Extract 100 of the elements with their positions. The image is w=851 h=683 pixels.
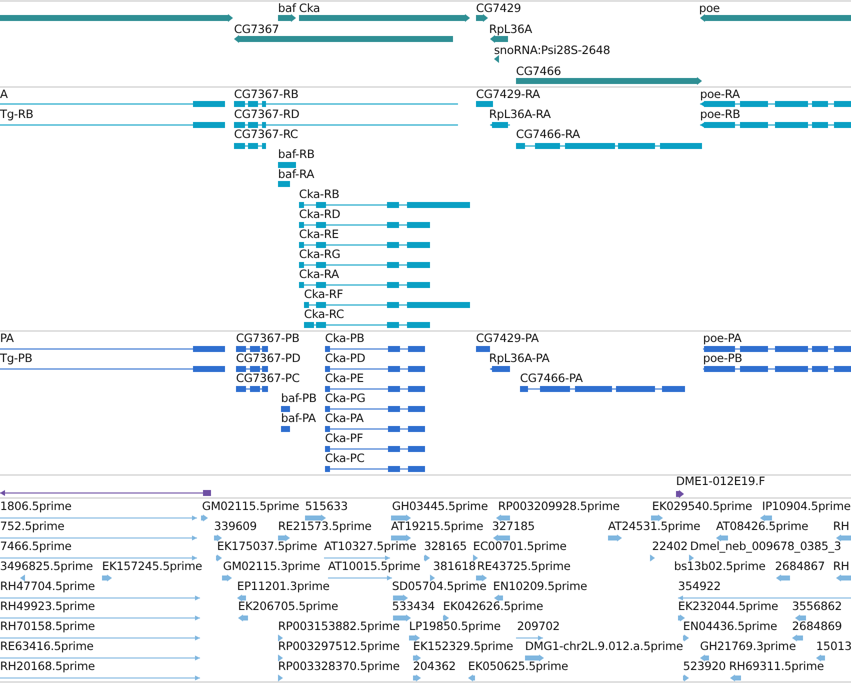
feature-label: baf-PB: [281, 392, 317, 405]
feature-label: 204362: [413, 660, 456, 673]
feature-label: RH69311.5prime: [729, 660, 824, 673]
feature-label: CG7466-PA: [520, 372, 583, 385]
feature-label: Cka-PB: [325, 332, 364, 345]
feature-label: RH47704.5prime: [0, 580, 95, 593]
feature-label: poe-PA: [703, 332, 742, 345]
feature-label: DMG1-chr2L.9.012.a.5prime: [525, 640, 683, 653]
feature-label: Cka-PG: [325, 392, 366, 405]
feature-label: Cka-PA: [325, 412, 364, 425]
feature-label: 328165: [424, 540, 467, 553]
feature-label: Tg-PB: [0, 352, 32, 365]
feature-label: 339609: [214, 520, 257, 533]
feature-label: Cka-RF: [304, 288, 344, 301]
feature-label: poe-RA: [700, 88, 740, 101]
feature-label: CG7429-RA: [476, 88, 540, 101]
feature-label: EN10209.5prime: [493, 580, 588, 593]
feature-label: Cka-RD: [299, 208, 340, 221]
feature-label: Dmel_neb_009678_0385_3: [690, 540, 842, 553]
feature-label: RH70158.5prime: [0, 620, 95, 633]
feature-label: 15013: [816, 640, 851, 653]
feature-label: CG7367-PD: [236, 352, 300, 365]
feature-label: 2684869: [792, 620, 842, 633]
feature-label: 2684867: [775, 560, 825, 573]
feature-label: RpL36A: [489, 23, 532, 36]
feature-label: Cka-RC: [304, 308, 344, 321]
feature-label: GM02115.3prime: [223, 560, 320, 573]
feature-label: 22402: [652, 540, 688, 553]
feature-label: 752.5prime: [0, 520, 64, 533]
feature-label: EK175037.5prime: [217, 540, 318, 553]
feature-label: baf-RB: [278, 148, 315, 161]
feature-label: RE21573.5prime: [278, 520, 372, 533]
feature-label: PA: [0, 332, 14, 345]
feature-label: 533434: [392, 600, 435, 613]
feature-label: Cka: [299, 2, 320, 15]
feature-label: IP10904.5prime: [762, 500, 851, 513]
feature-label: poe-RB: [700, 108, 740, 121]
feature-label: EK042626.5prime: [443, 600, 544, 613]
feature-label: CG7367-PB: [236, 332, 300, 345]
feature-label: Cka-RA: [299, 268, 339, 281]
feature-label: CG7466-RA: [516, 128, 580, 141]
feature-label: AT19215.5prime: [391, 520, 484, 533]
feature-label: AT24531.5prime: [608, 520, 700, 533]
feature-label: EK157245.5prime: [102, 560, 202, 573]
feature-label: AT10327.5prime: [324, 540, 416, 553]
feature-label: GM02115.5prime: [202, 500, 300, 513]
feature-label: EP11201.3prime: [237, 580, 330, 593]
feature-label: RP003153882.5prime: [278, 620, 400, 633]
feature-label: poe: [699, 2, 720, 15]
feature-label: A: [0, 88, 8, 101]
feature-label: RH: [833, 520, 850, 533]
feature-label: baf: [278, 2, 296, 15]
feature-label: 1806.5prime: [0, 500, 72, 513]
feature-label: baf-RA: [278, 168, 314, 181]
feature-label: GH03445.5prime: [392, 500, 488, 513]
feature-label: 354922: [678, 580, 721, 593]
feature-label: RH49923.5prime: [0, 600, 95, 613]
feature-label: bs13b02.5prime: [674, 560, 766, 573]
feature-label: Cka-RE: [299, 228, 339, 241]
feature-label: RP003209928.5prime: [498, 500, 620, 513]
feature-label: 523920: [683, 660, 726, 673]
feature-label: RP003328370.5prime: [278, 660, 400, 673]
feature-label: Cka-PE: [325, 372, 364, 385]
feature-label: AT10015.5prime: [328, 560, 420, 573]
feature-label: CG7367-RD: [234, 108, 300, 121]
feature-label: EK029540.5prime: [652, 500, 752, 513]
feature-label: EK152329.5prime: [413, 640, 514, 653]
feature-label: 209702: [517, 620, 560, 633]
feature-label: 3496825.5prime: [0, 560, 93, 573]
feature-label: baf-PA: [281, 412, 316, 425]
feature-label: Cka-PC: [325, 452, 364, 465]
feature-label: CG7466: [516, 65, 562, 78]
feature-label: CG7367-PC: [236, 372, 300, 385]
feature-label: SD05704.5prime: [392, 580, 486, 593]
feature-label: RE63416.5prime: [0, 640, 94, 653]
feature-label: RP003297512.5prime: [278, 640, 400, 653]
feature-label: 7466.5prime: [0, 540, 72, 553]
feature-label: CG7367-RC: [234, 128, 298, 141]
feature-label: 327185: [492, 520, 535, 533]
feature-label: 3556862: [792, 600, 842, 613]
feature-label: Cka-PF: [325, 432, 364, 445]
feature-label: poe-PB: [703, 352, 742, 365]
feature-label: DME1-012E19.F: [676, 475, 766, 488]
feature-label: RpL36A-RA: [489, 108, 551, 121]
feature-label: Cka-PD: [325, 352, 366, 365]
feature-label: LP19850.5prime: [409, 620, 501, 633]
feature-label: EK232044.5prime: [678, 600, 778, 613]
feature-label: Cka-RG: [299, 248, 340, 261]
feature-label: GH21769.3prime: [700, 640, 796, 653]
feature-label: RH: [833, 560, 850, 573]
feature-label: 381618: [433, 560, 476, 573]
feature-label: RpL36A-PA: [489, 352, 550, 365]
feature-label: CG7429: [476, 2, 522, 15]
feature-label: 515633: [305, 500, 348, 513]
feature-label: Cka-RB: [299, 188, 340, 201]
feature-label: CG7367-RB: [234, 88, 298, 101]
feature-label: RH20168.5prime: [0, 660, 95, 673]
feature-label: EC00701.5prime: [473, 540, 567, 553]
feature-label: EN04436.5prime: [683, 620, 778, 633]
feature-label: EK206705.5prime: [238, 600, 338, 613]
